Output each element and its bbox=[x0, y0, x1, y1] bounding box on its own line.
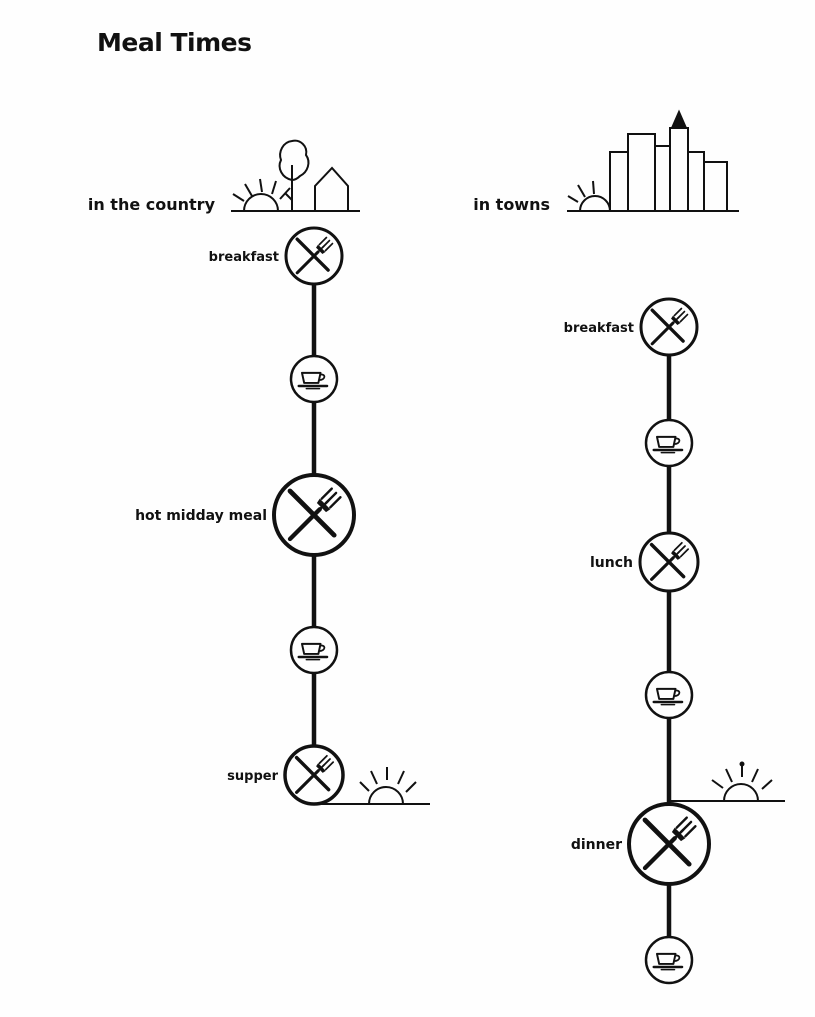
tea-break-node bbox=[289, 354, 339, 404]
meal-node: breakfast bbox=[209, 228, 342, 284]
tea-break-node bbox=[289, 625, 339, 675]
node-circle bbox=[644, 670, 694, 720]
tea-break-node bbox=[644, 670, 694, 720]
country-timeline: breakfast hot midday meal supper bbox=[135, 228, 354, 804]
meal-node: supper bbox=[227, 746, 343, 804]
node-circle bbox=[289, 354, 339, 404]
meal-label: breakfast bbox=[209, 250, 279, 265]
city-skyline-icon bbox=[609, 109, 728, 211]
page-title: Meal Times bbox=[97, 28, 252, 57]
house-icon bbox=[314, 166, 349, 211]
node-circle bbox=[289, 625, 339, 675]
country-scene bbox=[231, 139, 360, 212]
country-heading: in the country bbox=[88, 195, 216, 214]
sunrise-icon bbox=[232, 178, 291, 212]
meal-label: hot midday meal bbox=[135, 508, 267, 524]
meal-node: dinner bbox=[571, 804, 709, 884]
node-circle bbox=[644, 418, 694, 468]
sunset-icon bbox=[670, 761, 785, 802]
meal-label: breakfast bbox=[564, 321, 634, 336]
sunrise-icon bbox=[567, 180, 611, 212]
meal-label: lunch bbox=[590, 555, 633, 571]
meal-node: breakfast bbox=[564, 299, 697, 355]
node-circle bbox=[644, 935, 694, 985]
meal-label: supper bbox=[227, 769, 278, 784]
meal-node: hot midday meal bbox=[135, 475, 354, 555]
tea-break-node bbox=[644, 935, 694, 985]
towns-timeline: breakfast lunch dinner bbox=[564, 299, 709, 985]
meal-node: lunch bbox=[590, 533, 698, 591]
meal-label: dinner bbox=[571, 837, 622, 853]
sunset-icon bbox=[316, 767, 430, 805]
tea-break-node bbox=[644, 418, 694, 468]
towns-heading: in towns bbox=[473, 195, 550, 214]
tree-icon bbox=[278, 139, 310, 211]
towns-scene bbox=[567, 109, 739, 212]
